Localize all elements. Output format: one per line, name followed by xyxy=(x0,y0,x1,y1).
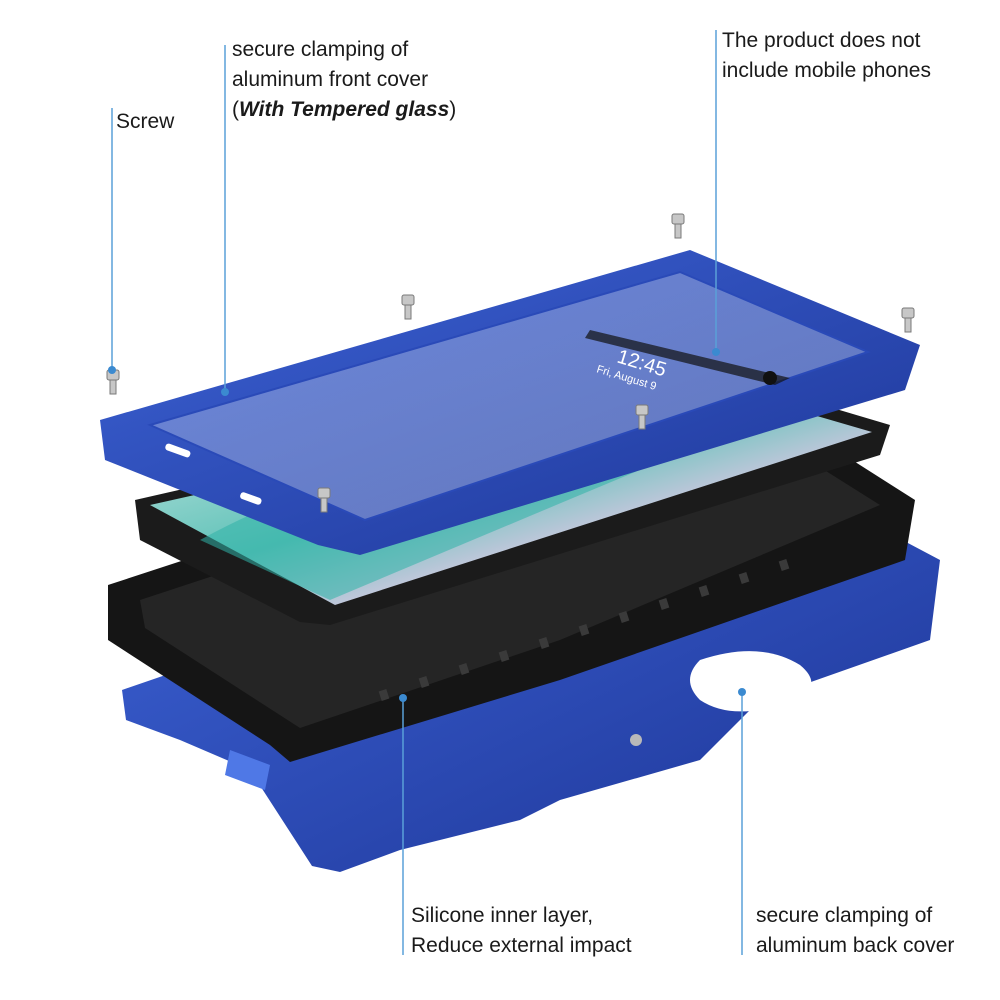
label-silicone: Silicone inner layer, Reduce external im… xyxy=(411,901,632,961)
label-front-cover-line3: (With Tempered glass) xyxy=(232,95,456,125)
label-front-cover-line2: aluminum front cover xyxy=(232,68,429,91)
label-no-phone-line1: The product does not xyxy=(722,29,921,52)
leader-lines xyxy=(111,30,743,955)
label-screw-text: Screw xyxy=(116,110,175,133)
aluminum-front-cover xyxy=(100,250,920,555)
label-silicone-line1: Silicone inner layer, xyxy=(411,904,594,927)
label-front-cover-line1: secure clamping of xyxy=(232,38,409,61)
screws xyxy=(106,213,915,513)
label-silicone-line2: Reduce external impact xyxy=(411,934,632,957)
leader-dots xyxy=(108,348,746,702)
label-no-phone-line2: include mobile phones xyxy=(722,59,931,82)
label-front-cover: secure clamping of aluminum front cover … xyxy=(232,35,456,125)
label-back-cover-line1: secure clamping of xyxy=(756,904,933,927)
label-no-phone: The product does not include mobile phon… xyxy=(722,26,931,86)
label-back-cover: secure clamping of aluminum back cover xyxy=(756,901,954,961)
label-back-cover-line2: aluminum back cover xyxy=(756,934,955,957)
paren-close: ) xyxy=(449,98,457,121)
label-screw: Screw xyxy=(116,107,174,137)
label-tempered-glass: With Tempered glass xyxy=(239,98,450,121)
paren-open: ( xyxy=(232,98,239,121)
